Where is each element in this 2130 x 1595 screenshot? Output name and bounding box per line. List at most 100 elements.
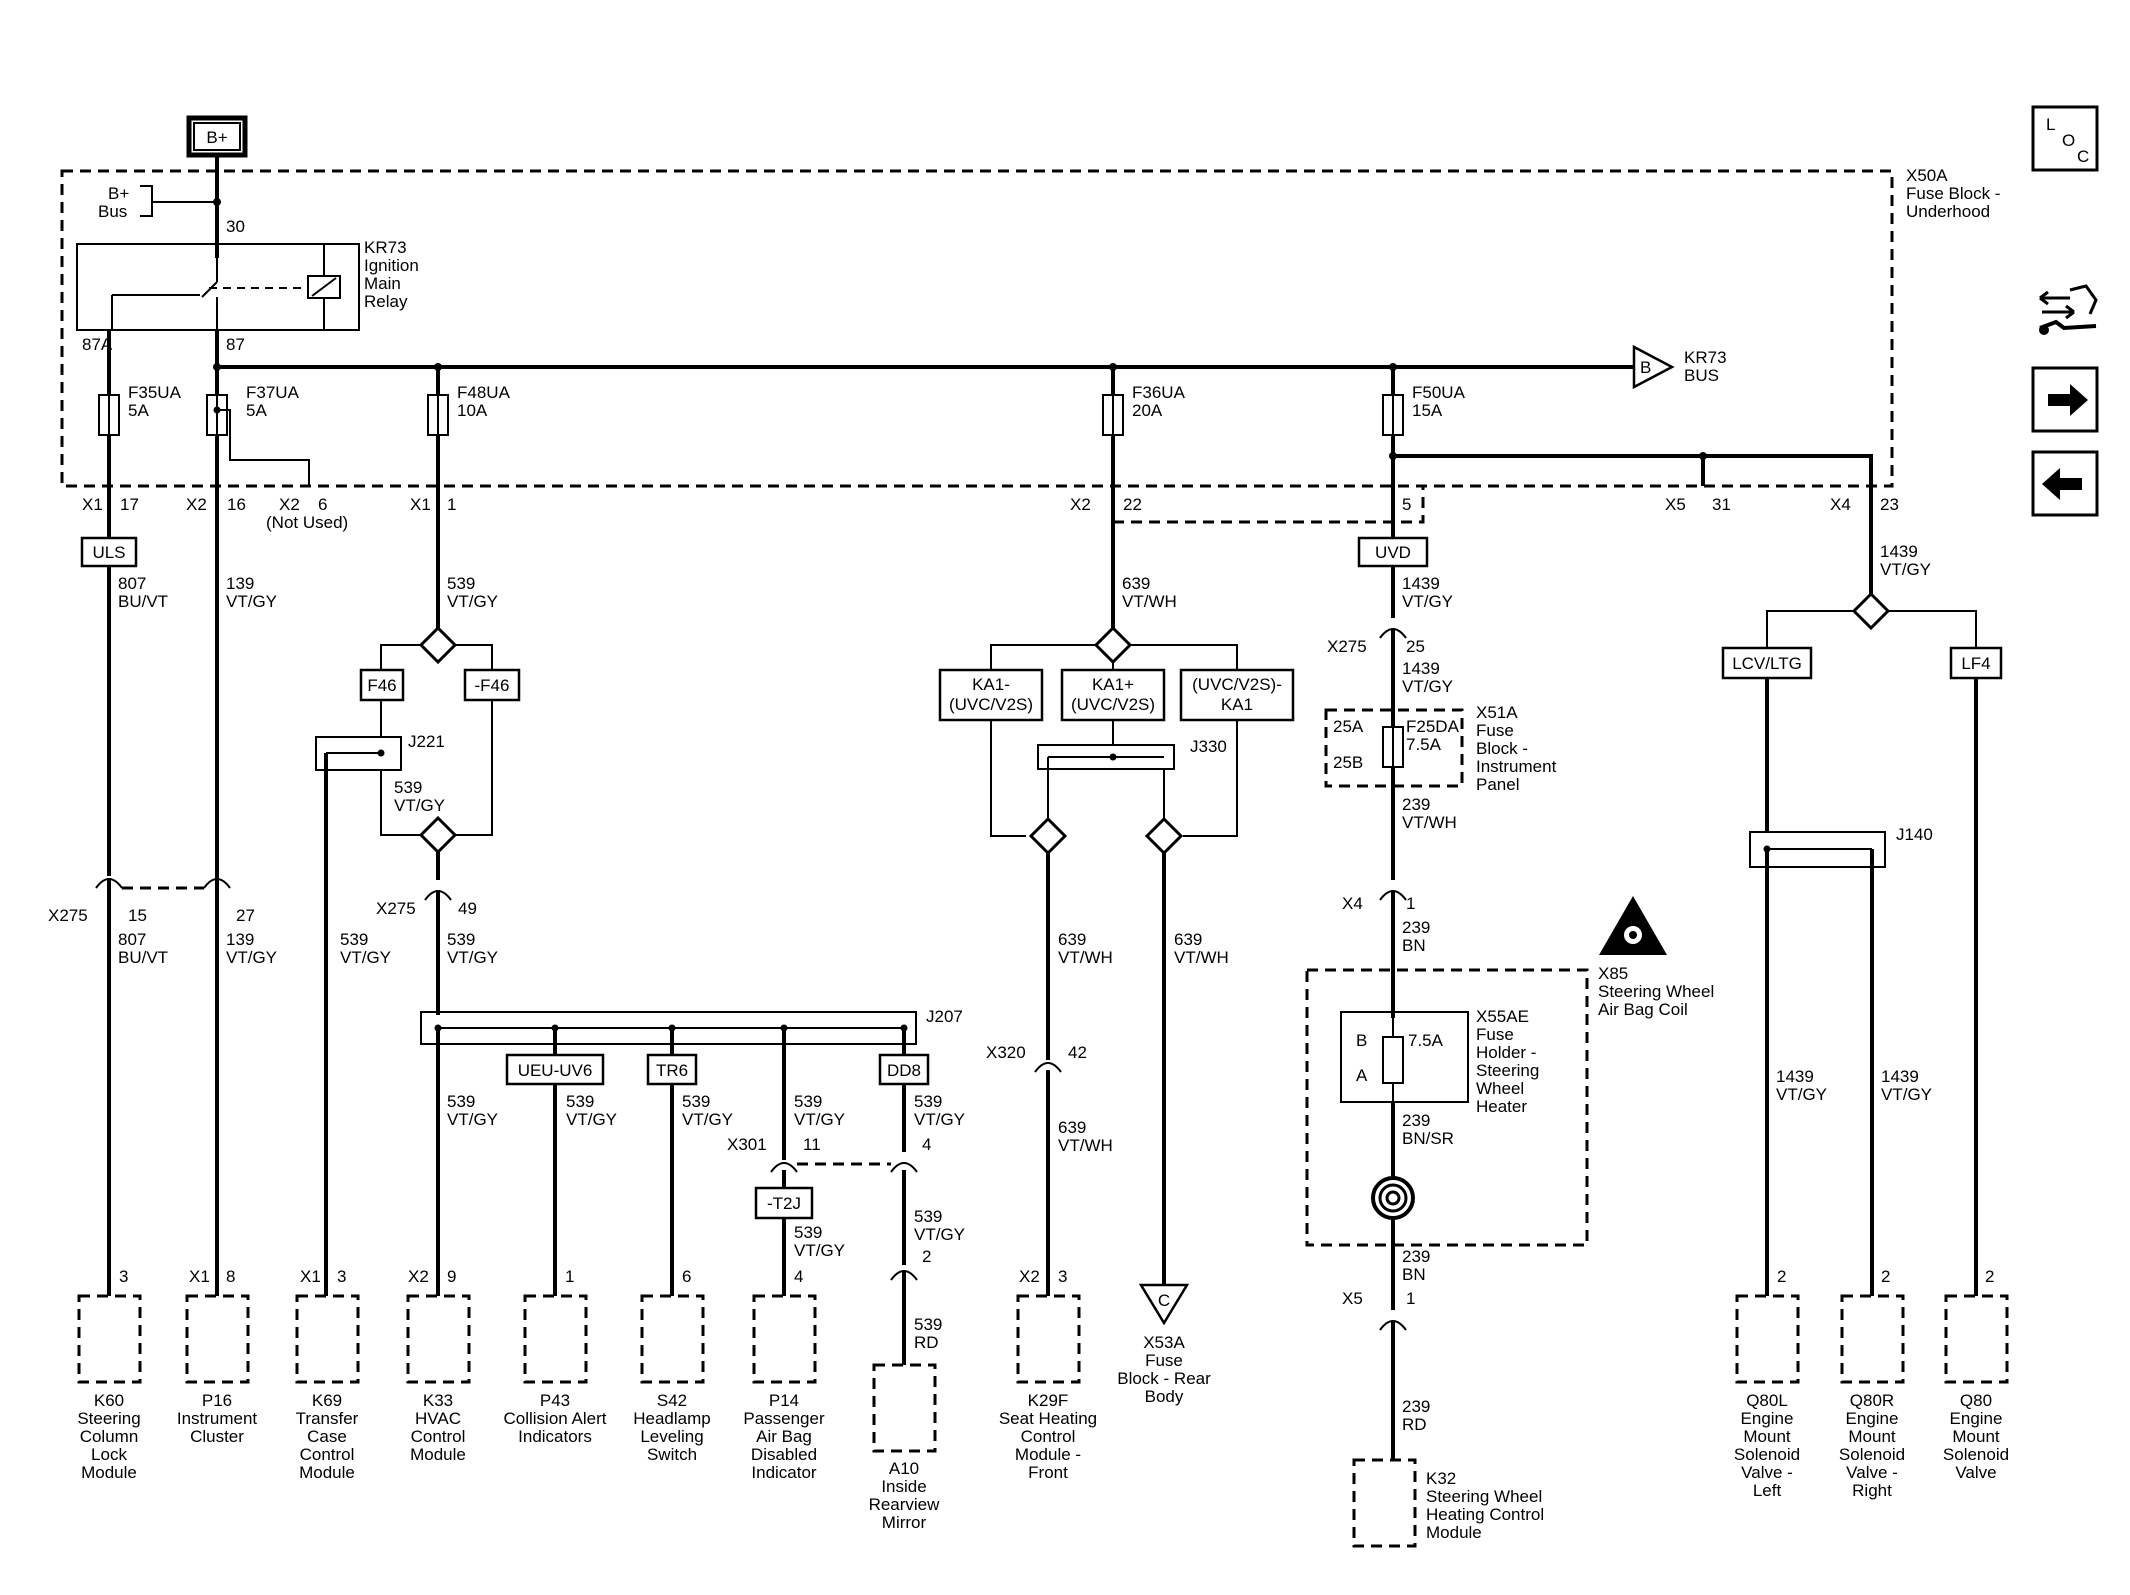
svg-text:Valve -: Valve - — [1741, 1463, 1793, 1482]
svg-text:B: B — [1640, 358, 1651, 377]
svg-text:RD: RD — [914, 1333, 939, 1352]
svg-text:Main: Main — [364, 274, 401, 293]
option-uvd: UVD — [1357, 536, 1429, 568]
loc-button[interactable]: L O C — [2031, 105, 2099, 172]
svg-text:VT/GY: VT/GY — [226, 948, 277, 967]
svg-text:Mount: Mount — [1952, 1427, 2000, 1446]
svg-text:Valve -: Valve - — [1846, 1463, 1898, 1482]
x53a-flag: C X53A Fuse Block - Rear Body — [1117, 1283, 1211, 1406]
svg-text:VT/WH: VT/WH — [1174, 948, 1229, 967]
svg-text:P16: P16 — [202, 1391, 232, 1410]
svg-text:Module -: Module - — [1015, 1445, 1081, 1464]
svg-text:639: 639 — [1058, 930, 1086, 949]
component-k32: K32 Steering Wheel Heating Control Modul… — [1352, 1458, 1544, 1548]
svg-text:2: 2 — [1881, 1267, 1890, 1286]
component-k60: 3 K60 Steering Column Lock Module — [77, 1267, 142, 1482]
component-a10: A10 Inside Rearview Mirror — [869, 1363, 941, 1532]
svg-text:Mount: Mount — [1743, 1427, 1791, 1446]
svg-text:Control: Control — [411, 1427, 466, 1446]
svg-text:A10: A10 — [889, 1459, 919, 1478]
svg-text:Leveling: Leveling — [640, 1427, 703, 1446]
svg-text:Solenoid: Solenoid — [1839, 1445, 1905, 1464]
svg-text:BN: BN — [1402, 1265, 1426, 1284]
option-tr6: TR6 — [646, 1053, 698, 1086]
svg-text:DD8: DD8 — [887, 1061, 921, 1080]
component-q80: 2 Q80 Engine Mount Solenoid Valve — [1943, 1267, 2009, 1482]
svg-text:Q80L: Q80L — [1746, 1391, 1788, 1410]
svg-text:X2: X2 — [408, 1267, 429, 1286]
svg-text:25B: 25B — [1333, 753, 1363, 772]
previous-page-button[interactable] — [2031, 450, 2099, 517]
svg-text:10A: 10A — [457, 401, 488, 420]
arrow-left-icon — [2042, 468, 2082, 500]
svg-text:Fuse Block -: Fuse Block - — [1906, 184, 2000, 203]
x85-label: X85 Steering Wheel Air Bag Coil — [1598, 964, 1714, 1019]
svg-text:X51A: X51A — [1476, 703, 1518, 722]
svg-text:KA1: KA1 — [1221, 695, 1253, 714]
svg-text:VT/GY: VT/GY — [1776, 1085, 1827, 1104]
svg-text:Relay: Relay — [364, 292, 408, 311]
svg-text:VT/GY: VT/GY — [447, 592, 498, 611]
component-connector-icon[interactable] — [2039, 284, 2098, 335]
svg-text:Rearview: Rearview — [869, 1495, 941, 1514]
clockspring-coil-icon — [1371, 1176, 1415, 1220]
svg-text:KR73: KR73 — [1684, 348, 1727, 367]
svg-text:Panel: Panel — [1476, 775, 1519, 794]
svg-text:239: 239 — [1402, 1247, 1430, 1266]
svg-text:Headlamp: Headlamp — [633, 1409, 711, 1428]
svg-text:Lock: Lock — [91, 1445, 127, 1464]
svg-text:S42: S42 — [657, 1391, 687, 1410]
svg-text:139: 139 — [226, 574, 254, 593]
svg-text:87: 87 — [226, 335, 245, 354]
svg-text:VT/GY: VT/GY — [1402, 592, 1453, 611]
svg-text:TR6: TR6 — [656, 1061, 688, 1080]
svg-text:X50A: X50A — [1906, 166, 1948, 185]
svg-text:2: 2 — [1985, 1267, 1994, 1286]
svg-text:Solenoid: Solenoid — [1734, 1445, 1800, 1464]
svg-text:239: 239 — [1402, 1397, 1430, 1416]
svg-text:X320: X320 — [986, 1043, 1026, 1062]
svg-text:LCV/LTG: LCV/LTG — [1732, 654, 1802, 673]
svg-text:-T2J: -T2J — [767, 1194, 801, 1213]
svg-text:539: 539 — [794, 1092, 822, 1111]
svg-text:F46: F46 — [367, 676, 396, 695]
option-ka1-plus: KA1+ (UVC/V2S) — [1060, 668, 1166, 722]
svg-text:Cluster: Cluster — [190, 1427, 244, 1446]
relay-kr73: 30 KR73 Ignition Main Relay 87A 87 — [76, 217, 419, 354]
svg-text:X2: X2 — [279, 495, 300, 514]
svg-text:C: C — [1158, 1291, 1170, 1310]
arrow-right-icon — [2048, 384, 2088, 416]
svg-text:Fuse: Fuse — [1476, 721, 1514, 740]
svg-text:Indicator: Indicator — [751, 1463, 817, 1482]
svg-text:X4: X4 — [1342, 894, 1363, 913]
next-page-button[interactable] — [2031, 366, 2099, 433]
svg-text:539: 539 — [340, 930, 368, 949]
svg-text:5A: 5A — [246, 401, 267, 420]
option-lcv-ltg: LCV/LTG — [1721, 646, 1813, 680]
svg-text:UEU-UV6: UEU-UV6 — [518, 1061, 593, 1080]
svg-text:VT/WH: VT/WH — [1122, 592, 1177, 611]
svg-text:L: L — [2046, 115, 2055, 134]
svg-text:-F46: -F46 — [475, 676, 510, 695]
svg-text:1: 1 — [1406, 894, 1415, 913]
svg-text:F36UA: F36UA — [1132, 383, 1186, 402]
svg-text:539: 539 — [914, 1207, 942, 1226]
svg-text:Collision Alert: Collision Alert — [504, 1409, 607, 1428]
svg-text:VT/GY: VT/GY — [1880, 560, 1931, 579]
fuse-block-outline — [60, 169, 1894, 488]
svg-text:X5: X5 — [1665, 495, 1686, 514]
svg-text:20A: 20A — [1132, 401, 1163, 420]
svg-text:Seat Heating: Seat Heating — [999, 1409, 1097, 1428]
component-q80r: 2 Q80R Engine Mount Solenoid Valve - Rig… — [1839, 1267, 1905, 1500]
svg-text:539: 539 — [447, 930, 475, 949]
svg-text:5A: 5A — [128, 401, 149, 420]
svg-text:F50UA: F50UA — [1412, 383, 1466, 402]
svg-text:KA1-: KA1- — [972, 675, 1010, 694]
component-p16: X1 8 P16 Instrument Cluster — [177, 1267, 258, 1446]
svg-text:3: 3 — [1058, 1267, 1067, 1286]
svg-text:539: 539 — [447, 1092, 475, 1111]
svg-text:1: 1 — [565, 1267, 574, 1286]
svg-text:87A: 87A — [82, 335, 113, 354]
svg-text:VT/GY: VT/GY — [914, 1110, 965, 1129]
